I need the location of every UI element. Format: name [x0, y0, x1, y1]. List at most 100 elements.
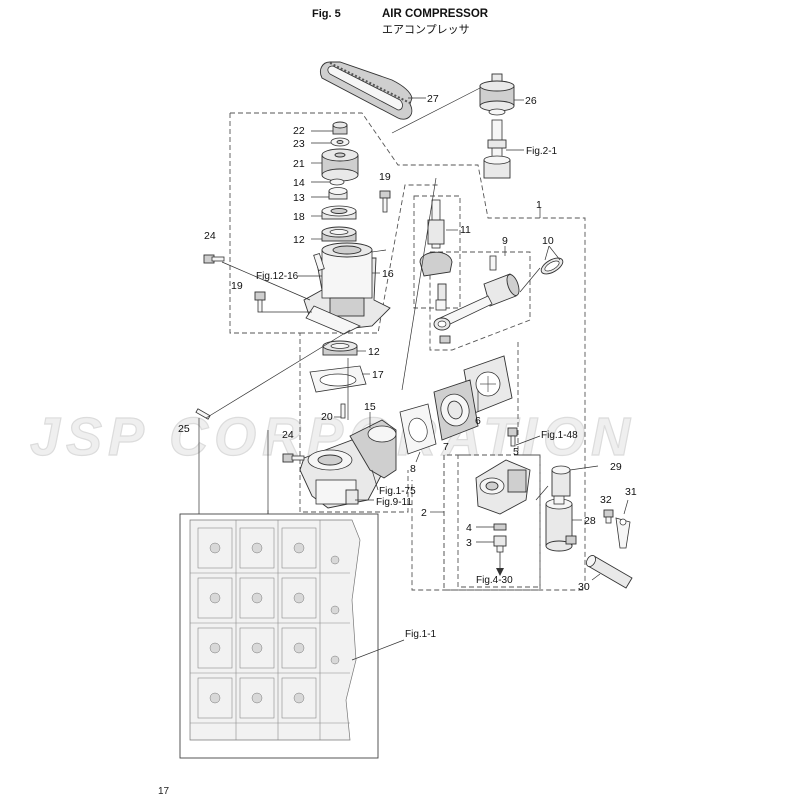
seal-18: [321, 205, 357, 220]
ref-fig-9-11: Fig.9-11: [376, 497, 412, 508]
leader-25: [205, 329, 351, 419]
engine-block: [179, 513, 379, 759]
part-number-labels: 27 26 22 23 21 14 13 18 12 19 24 16 19 1…: [178, 93, 637, 593]
bolt-19-lower: [254, 291, 266, 313]
label-20: 20: [321, 411, 333, 423]
filter-element-29: [551, 465, 571, 497]
piston-rings-10: [540, 257, 564, 275]
bolt-24-lower: [282, 453, 305, 463]
ref-fig-12-16: Fig.12-16: [256, 271, 299, 282]
leader-ring-piston: [519, 267, 541, 293]
crankshaft-11: [419, 199, 453, 311]
ref-fig-1-48: Fig.1-48: [541, 430, 578, 441]
air-filter-28: [545, 491, 577, 552]
drive-shaft: [483, 119, 511, 179]
leader-10b: [548, 245, 561, 261]
outline-piston: [429, 251, 531, 351]
label-3: 3: [466, 537, 472, 549]
figure-number: Fig. 5: [312, 8, 341, 20]
drive-pulley: [479, 73, 515, 116]
pin-25: [195, 408, 211, 420]
gear-stack-leaders: [311, 130, 333, 240]
page-number: 17: [158, 786, 170, 797]
label-17: 17: [372, 369, 384, 381]
label-30: 30: [578, 581, 590, 593]
leader-fig-1-1: [351, 639, 405, 661]
drive-belt: [319, 61, 413, 120]
figure-title: AIR COMPRESSOR: [382, 8, 489, 20]
nut-22: [332, 121, 348, 135]
label-28: 28: [584, 515, 596, 527]
bolt-19-upper: [379, 190, 391, 213]
label-26: 26: [525, 95, 537, 107]
outline-upper-housing: [229, 113, 409, 513]
label-18: 18: [293, 211, 305, 223]
rod-bolt: [439, 335, 451, 344]
label-2: 2: [421, 507, 427, 519]
check-valve: [493, 523, 507, 576]
label-5: 5: [513, 446, 519, 458]
leader-belt-pulley: [391, 87, 481, 134]
union-3: [493, 535, 507, 547]
leader-fig-1-48: [515, 435, 541, 446]
figure-reference-labels: Fig.2-1 Fig.12-16 Fig.1-48 Fig.1-75 Fig.…: [256, 146, 578, 640]
leader-31: [623, 499, 629, 515]
gasket-17: [309, 365, 367, 393]
outline-valve-box: [457, 454, 541, 588]
ref-fig-4-30: Fig.4-30: [476, 575, 513, 586]
label-13: 13: [293, 192, 305, 204]
bolt-5: [507, 427, 518, 447]
label-16: 16: [382, 268, 394, 280]
label-25: 25: [178, 423, 190, 435]
label-10: 10: [542, 235, 554, 247]
leader-30: [591, 573, 601, 581]
label-19-upper: 19: [379, 171, 391, 183]
leader-8: [415, 451, 421, 463]
label-15: 15: [364, 401, 376, 413]
compressor-housing: [303, 242, 391, 335]
crankcase-15: [299, 419, 397, 509]
washer-4: [493, 523, 507, 531]
connecting-rod: [433, 295, 493, 331]
piston-assembly: [433, 255, 564, 344]
cylinder-7: [433, 379, 479, 441]
hose-30: [586, 555, 633, 589]
ref-fig-1-1: Fig.1-1: [405, 629, 437, 640]
collar-14: [329, 178, 345, 186]
leader-29: [569, 465, 599, 471]
bearing-13: [328, 187, 348, 200]
label-12-upper: 12: [293, 234, 305, 246]
piston-pin-9: [489, 255, 497, 271]
gear-stack: [321, 121, 359, 242]
label-24-lower: 24: [282, 429, 294, 441]
label-14: 14: [293, 177, 305, 189]
label-32: 32: [600, 494, 612, 506]
label-27: 27: [427, 93, 439, 105]
label-8: 8: [410, 463, 416, 475]
outline-upper-housing-inner: [300, 184, 440, 334]
leader-10a: [544, 245, 550, 261]
label-24-upper: 24: [204, 230, 216, 242]
screw-32: [603, 509, 614, 524]
label-7: 7: [443, 441, 449, 453]
leader-fig-1-75: [371, 469, 379, 491]
leader-shaft-link: [401, 177, 437, 391]
label-31: 31: [625, 486, 637, 498]
ref-fig-2-1: Fig.2-1: [526, 146, 558, 157]
label-4: 4: [466, 522, 472, 534]
ref-fig-1-75: Fig.1-75: [379, 486, 416, 497]
piston: [483, 273, 520, 307]
label-22: 22: [293, 125, 305, 137]
gear-21: [321, 148, 359, 182]
pin-20: [340, 403, 346, 419]
label-1: 1: [536, 199, 542, 211]
bolt-24-upper: [203, 254, 225, 264]
label-12-lower: 12: [368, 346, 380, 358]
label-9: 9: [502, 235, 508, 247]
label-11: 11: [460, 224, 471, 236]
label-21: 21: [293, 158, 305, 170]
leader-bolt-24: [221, 261, 311, 301]
figure-title-japanese: エアコンプレッサ: [382, 24, 470, 36]
